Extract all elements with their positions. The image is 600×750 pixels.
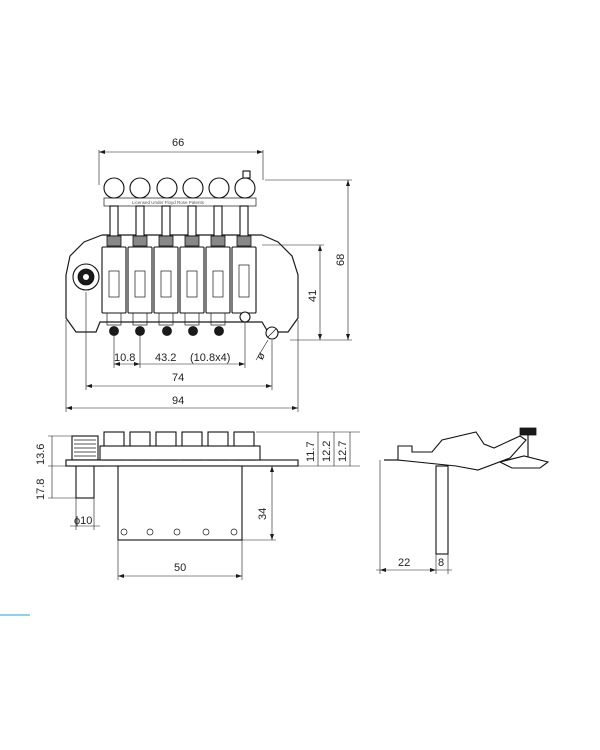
dim-label-94: 94	[172, 395, 184, 407]
dim-label-68: 68	[335, 254, 347, 266]
dim-label-11-7: 11.7	[305, 441, 317, 462]
dimension-13-6: 13.6	[35, 435, 72, 467]
tremolo-arm-tip	[498, 427, 550, 469]
dimension-68: 68	[265, 179, 352, 341]
side-view: 22 8	[376, 427, 550, 574]
top-view: 66 Licensed Under Floyd Rose Patents	[65, 137, 352, 412]
stud-right	[265, 326, 279, 340]
dim-label-17-8: 17.8	[35, 479, 47, 500]
dimension-50: 50	[117, 540, 243, 580]
dim-label-12-7: 12.7	[337, 441, 349, 462]
side-plate	[397, 431, 527, 471]
dim-label-74: 74	[172, 372, 184, 384]
dimension-phi-10: ϕ10	[70, 498, 100, 530]
dim-label-22: 22	[398, 557, 410, 569]
plate-engraving: Licensed Under Floyd Rose Patents	[132, 200, 205, 205]
sustain-block	[117, 465, 243, 541]
dim-label-spacing: (10.8x4)	[190, 352, 230, 364]
dimension-94: 94	[65, 320, 299, 412]
dim-label-50: 50	[174, 562, 186, 574]
fine-tuner-knobs	[103, 170, 256, 199]
dim-label-8: 8	[438, 557, 444, 569]
dim-label-41: 41	[307, 290, 319, 302]
dim-label-12-2: 12.2	[321, 441, 333, 462]
dimension-41: 41	[262, 244, 324, 340]
dimension-22-8: 22 8	[376, 460, 452, 574]
dim-label-66: 66	[172, 137, 184, 149]
dimension-66: 66	[98, 137, 264, 185]
side-block	[435, 465, 449, 555]
saddle-group	[101, 205, 257, 336]
spring-holes	[120, 528, 238, 536]
stud-left	[72, 263, 100, 291]
dim-label-10-8: 10.8	[114, 352, 135, 364]
dim-label-13-6: 13.6	[35, 444, 47, 465]
dimension-34: 34	[242, 465, 276, 541]
front-view: 13.6 17.8 ϕ10 11.7 12.2 12.7	[35, 431, 360, 580]
dimension-74: 74	[85, 292, 273, 390]
base-plate	[65, 234, 299, 333]
dim-label-34: 34	[257, 508, 269, 520]
front-stud	[65, 435, 104, 499]
corner-accent-line	[0, 614, 30, 616]
front-saddles	[99, 431, 261, 461]
dim-label-phi-10: ϕ10	[74, 515, 92, 527]
dimension-heights-right: 11.7 12.2 12.7	[256, 431, 360, 467]
dimension-17-8: 17.8	[35, 466, 76, 500]
front-base-plate	[65, 459, 299, 467]
dim-label-43-2: 43.2	[155, 352, 176, 364]
